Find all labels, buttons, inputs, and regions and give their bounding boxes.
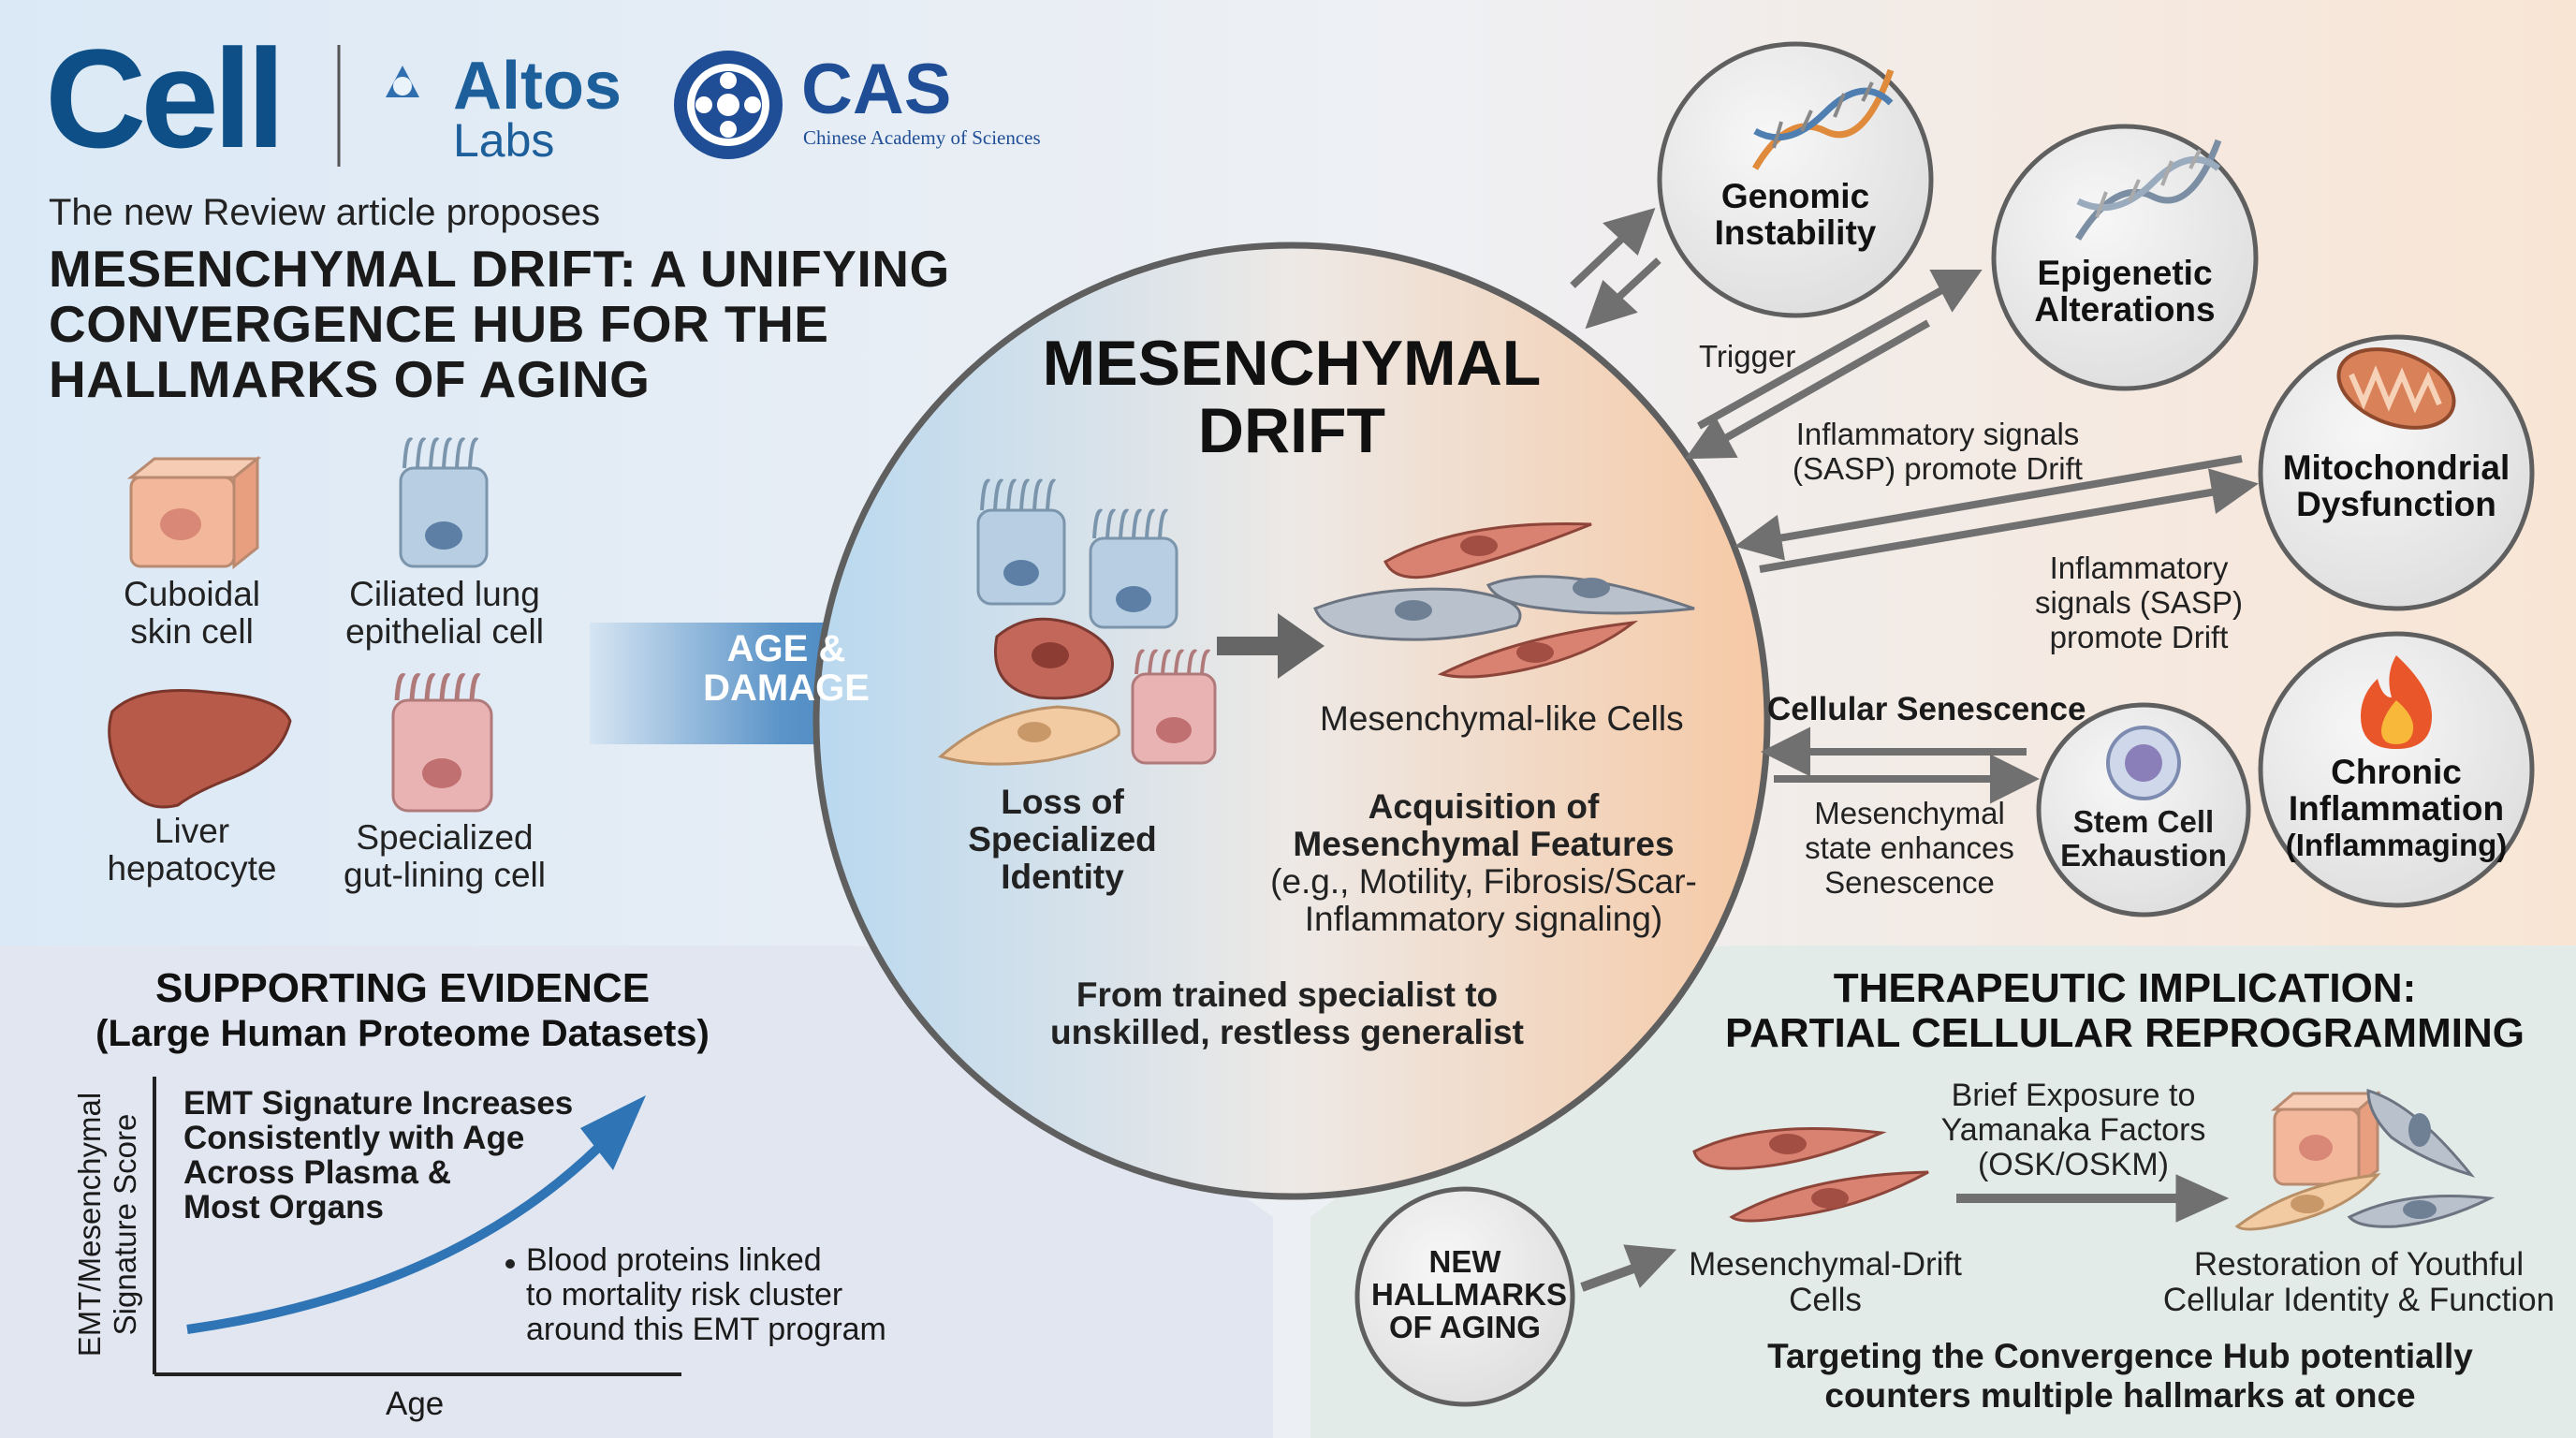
- bullet-dot: [505, 1259, 515, 1269]
- hallmark-arrows: [1570, 207, 2260, 804]
- page-title: MESENCHYMAL DRIFT: A UNIFYING CONVERGENC…: [49, 240, 950, 408]
- stem-cell-icon: [2106, 726, 2181, 800]
- intro-text: The new Review article proposes: [49, 192, 601, 233]
- altos-logo-text: Altos: [453, 49, 622, 124]
- therapy-panel: [1310, 946, 2576, 1438]
- stem-cell-exhaustion-node: [2036, 702, 2251, 917]
- cellular-senescence-label: Cellular Senescence: [1767, 691, 2086, 727]
- therapy-arrows: [1580, 1174, 2230, 1292]
- mesenchymal-cells-icon: [1313, 522, 1695, 679]
- ciliated-lung-cell-icon: [399, 437, 489, 568]
- cell-logo: Cell: [45, 20, 285, 177]
- dna-icon: [2075, 139, 2222, 241]
- cuboidal-skin-cell-icon: [126, 455, 262, 570]
- evidence-panel: [0, 946, 1273, 1438]
- mesenchymal-drift-hub: [812, 242, 1771, 1200]
- mitochondrial-dysfunction-node: [2258, 334, 2535, 611]
- liver-hepatocyte-icon: [108, 689, 292, 809]
- genomic-instability-node: [1657, 41, 1934, 318]
- mesenchymal-cells-label: Mesenchymal-like Cells: [1320, 699, 1684, 738]
- dna-icon: [1751, 68, 1895, 170]
- drift-cells-icon: [1692, 1127, 1929, 1223]
- new-hallmarks-node: [1354, 1186, 1575, 1407]
- chronic-inflammation-node: [2258, 631, 2535, 908]
- acquisition-label: Acquisition of Mesenchymal Features (e.g…: [1270, 787, 1697, 938]
- evidence-x-label: Age: [386, 1386, 445, 1422]
- therapy-heading: THERAPEUTIC IMPLICATION:PARTIAL CELLULAR…: [1725, 965, 2525, 1056]
- gut-lining-cell-icon: [391, 673, 493, 813]
- altos-labs-text: Labs: [453, 114, 555, 167]
- mitochondrion-icon: [2336, 347, 2456, 430]
- therapy-conclusion: Targeting the Convergence Hub potentiall…: [1767, 1337, 2473, 1415]
- trend-arrowhead: [580, 1095, 646, 1170]
- flame-icon: [2361, 655, 2432, 749]
- trigger-label: Trigger: [1699, 339, 1796, 374]
- evidence-chart: [153, 1077, 681, 1376]
- hub-transition-arrow: [1217, 613, 1325, 679]
- restored-cells-icon: [2234, 1088, 2496, 1231]
- evidence-heading: SUPPORTING EVIDENCE (Large Human Proteom…: [95, 965, 710, 1055]
- sasp-label-1: Inflammatory signals(SASP) promote Drift: [1793, 417, 2083, 486]
- cas-logo-text: CAS: [801, 50, 952, 129]
- cas-full-name: Chinese Academy of Sciences: [803, 126, 1041, 149]
- emt-trend-line: [186, 1143, 603, 1334]
- cas-seal-icon: [674, 51, 783, 159]
- age-damage-label: AGE &DAMAGE: [703, 628, 870, 709]
- epithelial-cells-icon: [937, 478, 1217, 766]
